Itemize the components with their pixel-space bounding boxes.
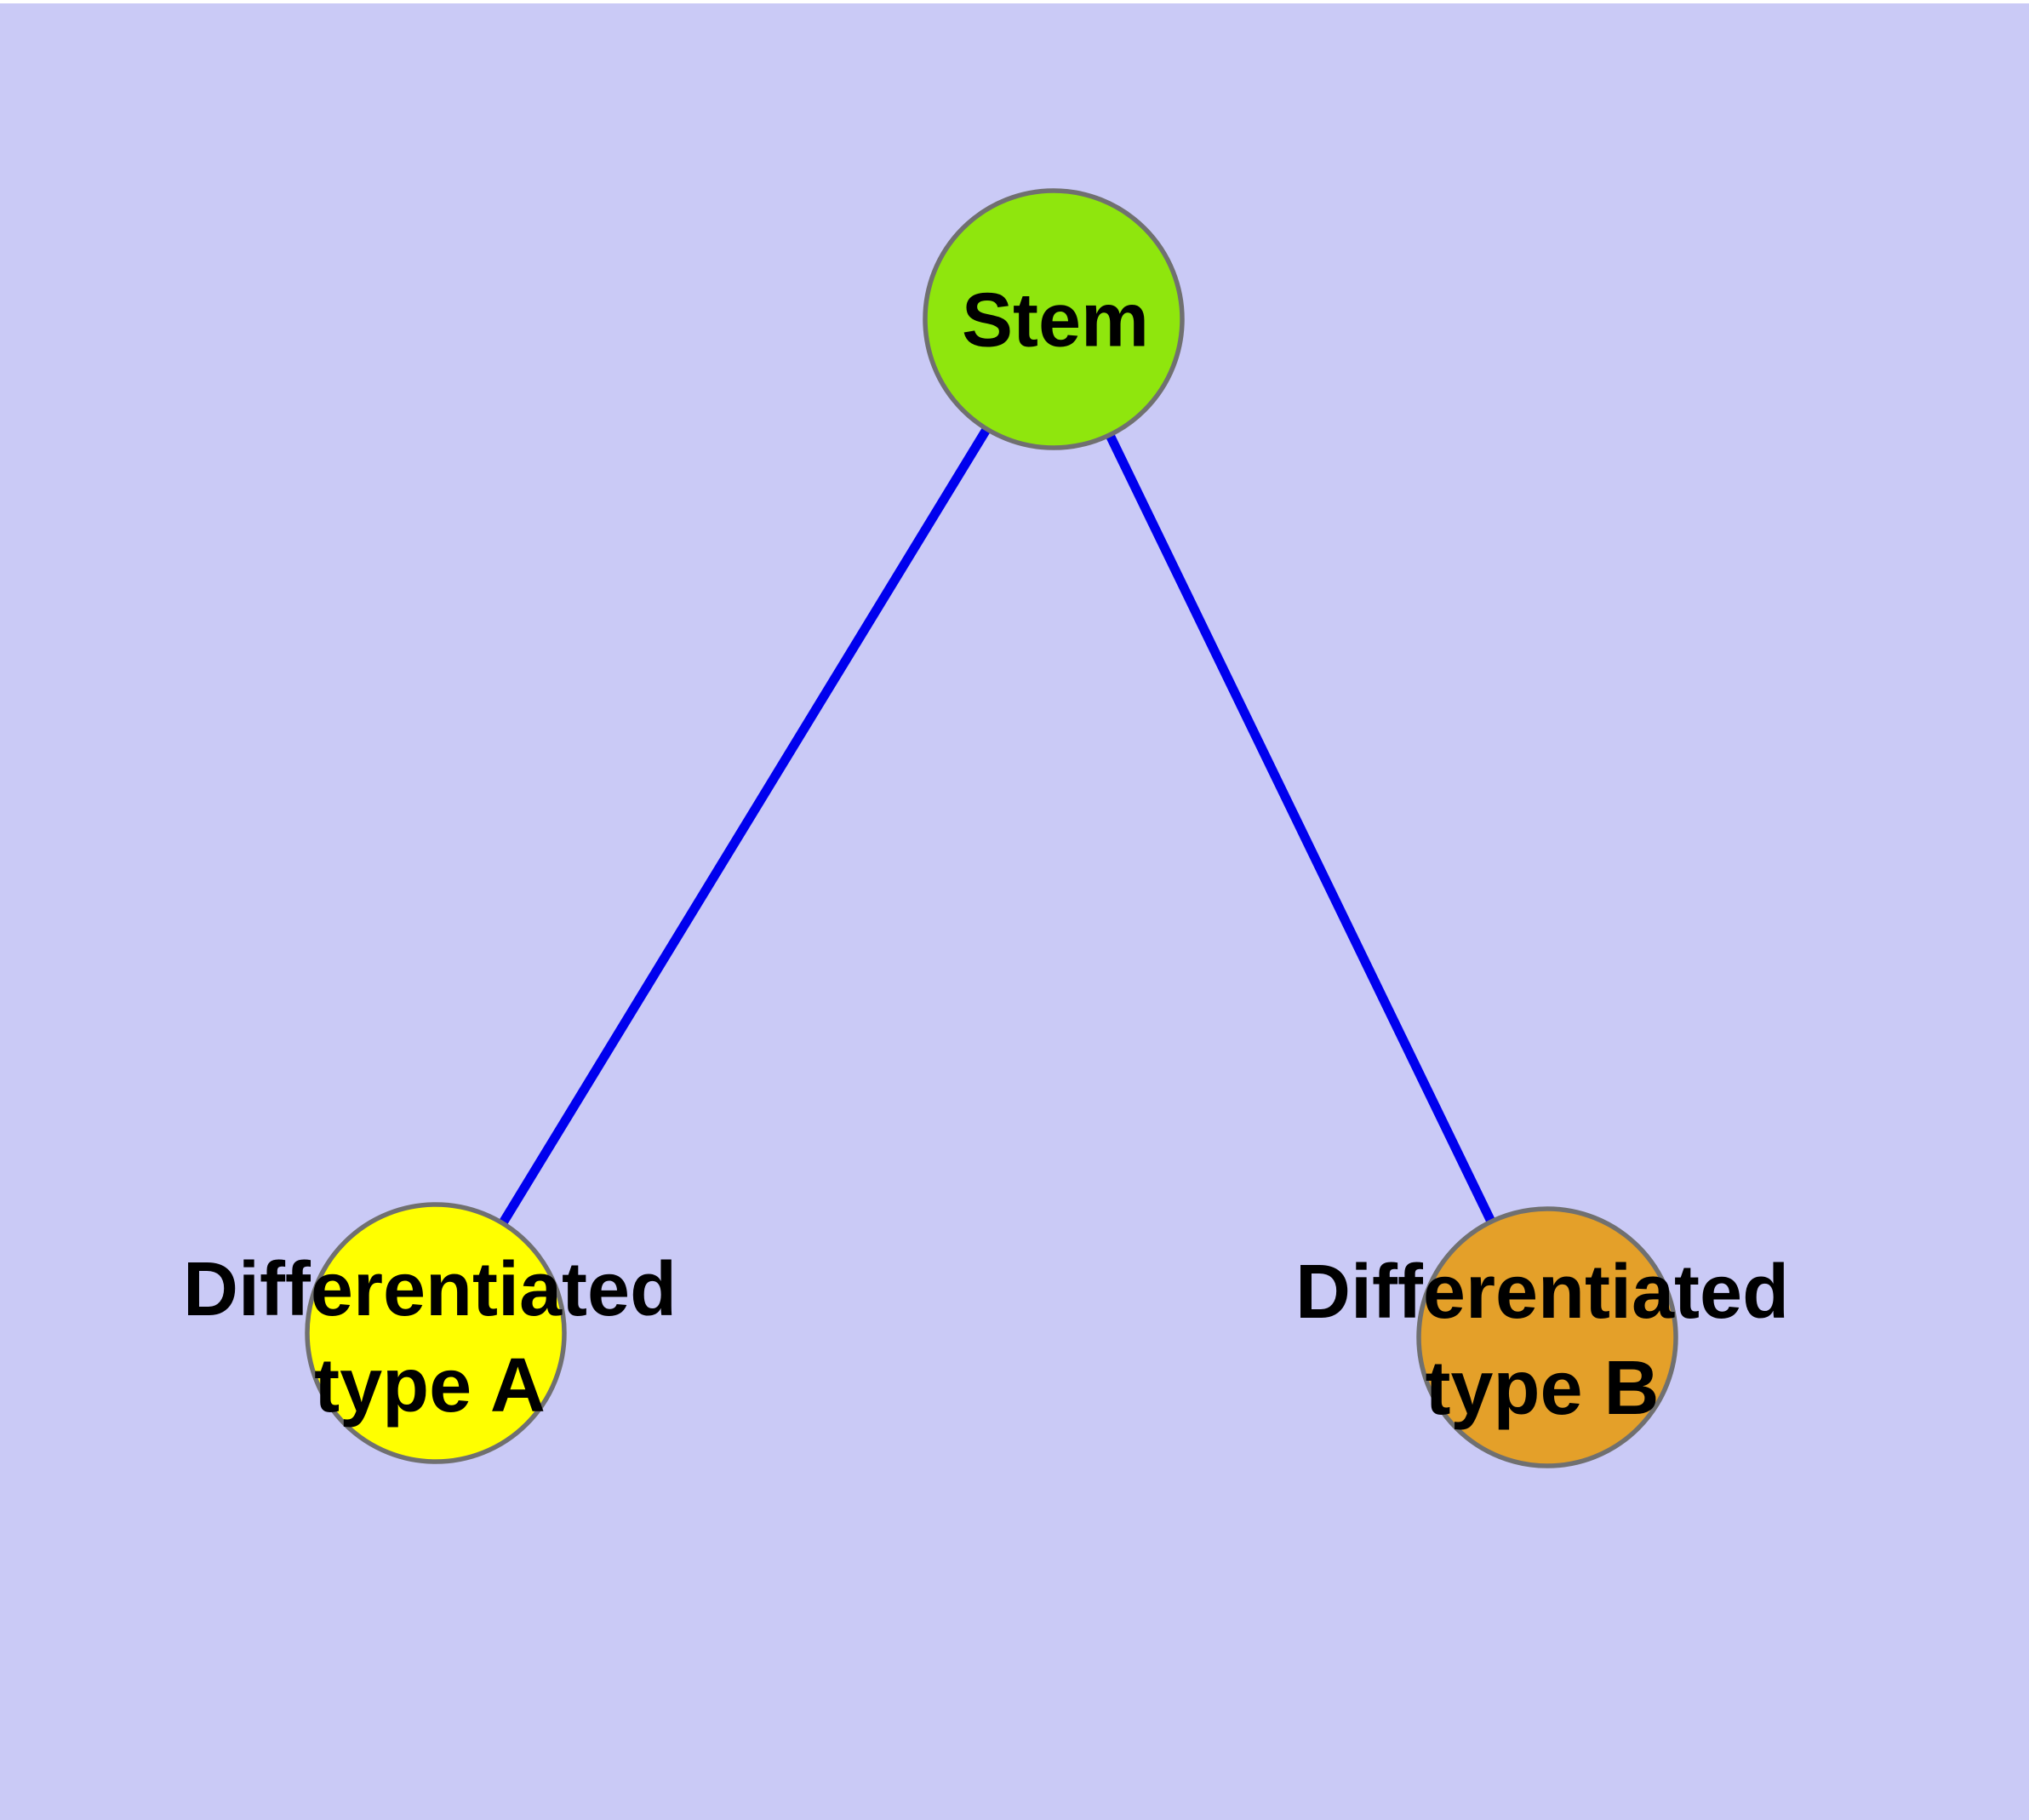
node-stem-circle xyxy=(923,188,1185,450)
edge-stem-to-type-b xyxy=(1049,317,1552,1340)
node-type-b-circle xyxy=(1416,1206,1678,1468)
node-type-a-label: Differentiated type A xyxy=(182,1247,677,1428)
edge-stem-to-type-a xyxy=(432,317,1058,1336)
node-type-b-label: Differentiated type B xyxy=(1295,1250,1790,1431)
node-stem-label: Stem xyxy=(961,278,1150,363)
canvas-top-margin xyxy=(0,0,2029,3)
node-type-a-circle xyxy=(305,1202,567,1464)
